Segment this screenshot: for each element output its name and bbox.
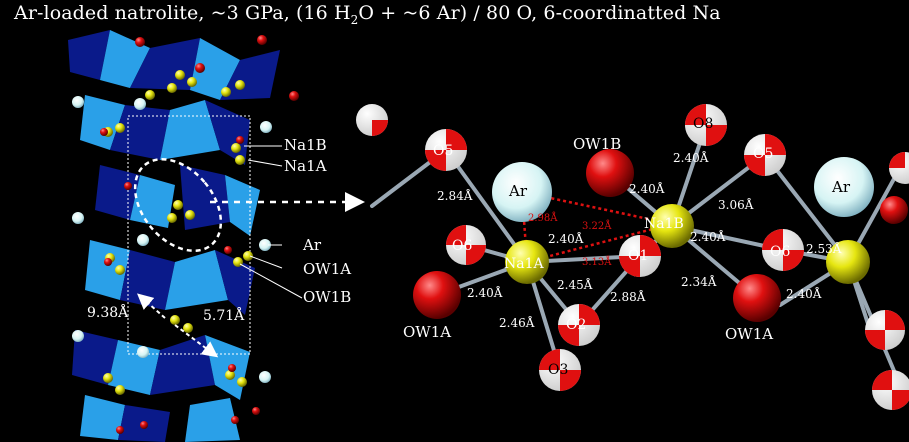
atom-ow1a-left: [413, 271, 461, 319]
water-oxygen-atoms: [413, 149, 908, 322]
dashed-dist-ar-na1b: 3.22Å: [582, 220, 612, 232]
legend-na1a: Na1A: [284, 157, 327, 175]
legend-ar: Ar: [302, 236, 322, 254]
right-coordination-panel: O5 OW1B O8 O5 Ar Na1B Ar O6 Na1A O1 O6 O…: [356, 104, 909, 410]
oxygen-halfwhite-atoms: [356, 104, 909, 410]
atom-ar-left: [492, 162, 552, 222]
dist-na1a-ow1a: 2.40Å: [467, 285, 503, 300]
atom-o6-left: [446, 225, 486, 265]
dist-na1a-o3: 2.46Å: [499, 315, 535, 330]
left-atoms: [72, 35, 299, 434]
atom-ow1a-right: [733, 274, 781, 322]
figure-title: Ar-loaded natrolite, ~3 GPa, (16 H2O + ~…: [14, 2, 721, 27]
legend-na1b: Na1B: [284, 136, 327, 154]
dist-o5-na1a: 2.84Å: [437, 188, 473, 203]
dist-na-ow1a-right: 2.40Å: [786, 286, 822, 301]
sodium-atoms: [505, 204, 870, 284]
label-ar-left: Ar: [508, 182, 528, 200]
unit-cell-outline: [127, 115, 251, 355]
atom-o8: [685, 104, 727, 146]
label-na1a: Na1A: [504, 256, 545, 272]
cell-dim-b: 5.71Å: [203, 306, 245, 324]
label-o6-right: O6: [770, 244, 790, 260]
label-na1b: Na1B: [644, 216, 684, 232]
legend-pointers: [239, 145, 303, 299]
atom-o1: [619, 235, 661, 277]
label-o3: O3: [548, 362, 568, 378]
dim-arrow-b: [174, 324, 219, 358]
atom-ow1b: [586, 149, 634, 197]
dist-ow1b-na1b: 2.40Å: [629, 181, 665, 196]
legend-ow1a: OW1A: [303, 260, 351, 278]
label-o5-left: O5: [433, 143, 453, 159]
label-o5-right: O5: [753, 146, 773, 162]
label-o6-left: O6: [452, 238, 472, 254]
atom-na1b: [650, 204, 694, 248]
dist-o6-na-right: 2.53Å: [806, 241, 842, 256]
dashed-dist-na1a-na1b: 3.13Å: [582, 256, 612, 268]
label-ar-right: Ar: [831, 178, 851, 196]
label-o1: O1: [628, 248, 648, 264]
atom-o5-left: [425, 129, 467, 171]
label-ow1a-left: OW1A: [403, 323, 451, 341]
atom-partial-right-mid: [865, 310, 905, 350]
label-o8: O8: [693, 116, 713, 132]
left-structure-panel: 9.38Å 5.71Å Na1B Na1A Ar OW1A OW1B: [68, 30, 365, 442]
dist-o8-na1b: 2.40Å: [673, 150, 709, 165]
atom-partial-red: [880, 196, 908, 224]
atom-o6-right: [762, 229, 804, 271]
label-o2: O2: [566, 317, 586, 333]
dim-arrow-a: [136, 293, 166, 319]
dist-na1a-o2: 2.45Å: [557, 277, 593, 292]
dashed-dist-ar-na1a: 2.98Å: [528, 212, 558, 224]
dist-na1a-o1: 2.40Å: [548, 231, 584, 246]
atom-partial-left: [356, 104, 388, 136]
dist-o5-na1b: 3.06Å: [718, 197, 754, 212]
highlight-ellipse: [133, 158, 223, 252]
legend-ow1b: OW1B: [303, 288, 351, 306]
dist-na1b-o6: 2.40Å: [690, 229, 726, 244]
label-ow1a-right: OW1A: [725, 325, 773, 343]
atom-o2: [558, 304, 600, 346]
label-ow1b: OW1B: [573, 135, 621, 153]
atom-partial-right-bottom: [872, 370, 909, 410]
dist-o1-o2: 2.88Å: [610, 289, 646, 304]
atom-ar-right: [814, 157, 874, 217]
atom-o3: [539, 349, 581, 391]
atom-na1a: [505, 240, 549, 284]
dist-na1b-ow1a: 2.34Å: [681, 274, 717, 289]
cell-dim-a: 9.38Å: [87, 303, 129, 321]
argon-atoms: [492, 157, 874, 222]
atom-o5-right: [744, 134, 786, 176]
atom-na-right: [826, 240, 870, 284]
atom-partial-right-top: [889, 152, 909, 184]
